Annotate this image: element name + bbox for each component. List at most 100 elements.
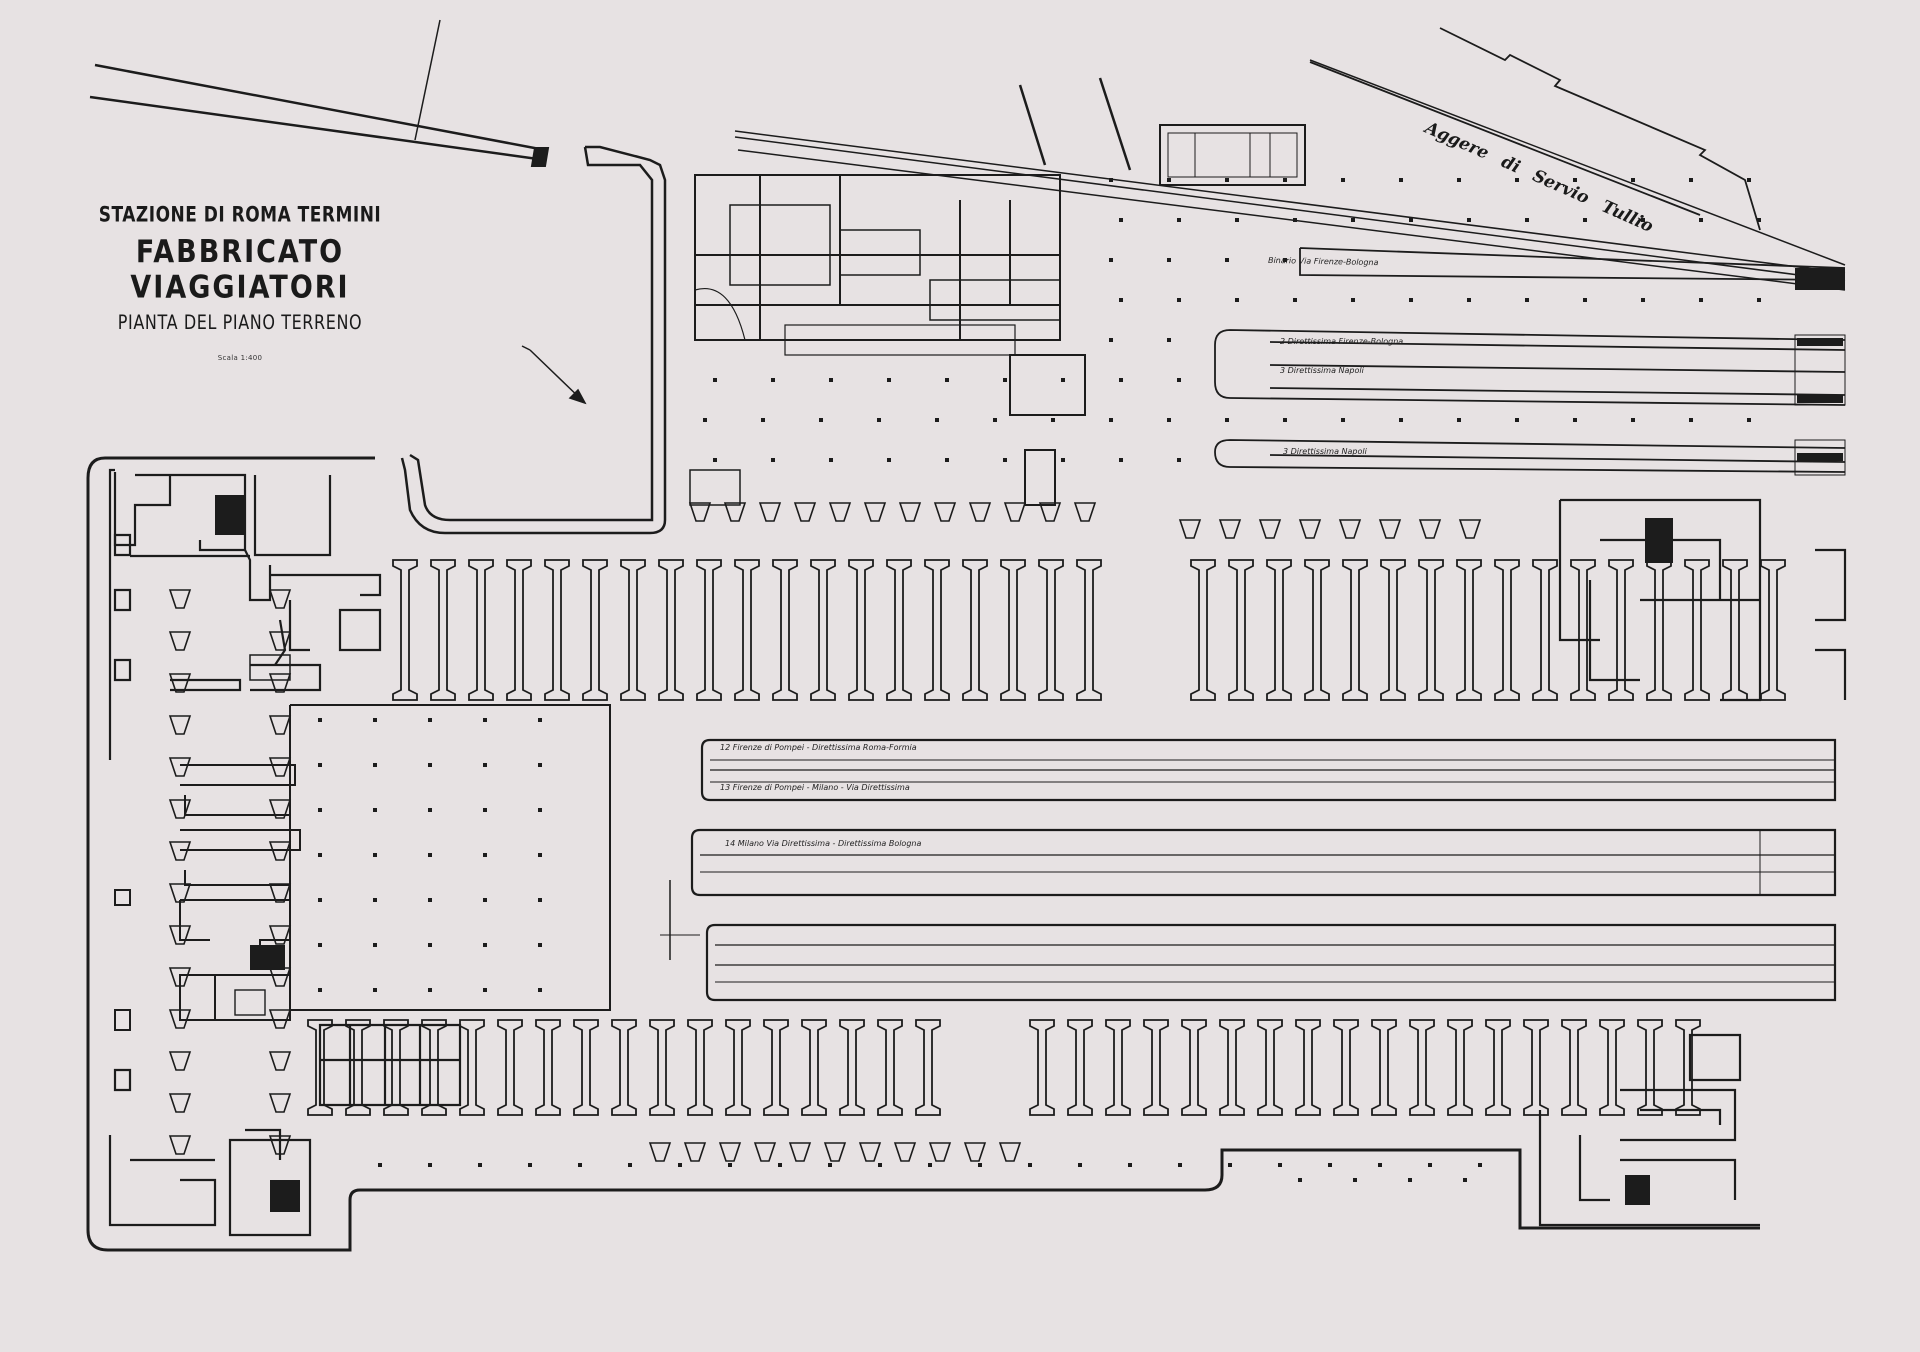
- courtyard-grid-dot: [483, 943, 487, 947]
- courtyard-grid-dot: [538, 808, 542, 812]
- northeast-platforms: [1214, 247, 1846, 476]
- portico-cap: [793, 502, 817, 522]
- courtyard-grid-dot: [538, 853, 542, 857]
- courtyard-grid-dot: [483, 808, 487, 812]
- south-row-dot: [678, 1163, 682, 1167]
- colonnade-pillar: [620, 559, 646, 701]
- colonnade-pillar: [1570, 559, 1596, 701]
- south-colonnade-pillar: [1067, 1019, 1093, 1116]
- courtyard-grid-dot: [538, 718, 542, 722]
- colonnade-pillar: [1760, 559, 1786, 701]
- scale-note: Scala 1:400: [217, 354, 263, 362]
- courtyard-grid-dot: [483, 718, 487, 722]
- yard-grid-dot: [1525, 298, 1529, 302]
- south-portico-cap: [683, 1142, 707, 1162]
- plan-title: PIANTA DEL PIANO TERRENO: [117, 311, 363, 334]
- west-wing-cap: [268, 715, 292, 735]
- north-building-block: [689, 174, 1086, 506]
- courtyard-grid-dot: [373, 763, 377, 767]
- track-label-6: 13 Firenze di Pompei - Milano - Via Dire…: [720, 783, 910, 792]
- south-colonnade-pillar: [1561, 1019, 1587, 1116]
- south-row-dot: [1078, 1163, 1082, 1167]
- yard-grid-dot: [1177, 458, 1181, 462]
- yard-grid-dot: [1293, 218, 1297, 222]
- west-wing-cap: [268, 589, 292, 609]
- portico-cap: [688, 502, 712, 522]
- yard-grid-dot: [1515, 418, 1519, 422]
- yard-grid-dot: [1467, 218, 1471, 222]
- yard-grid-dot: [1225, 418, 1229, 422]
- yard-grid-dot: [1341, 178, 1345, 182]
- yard-grid-dot: [713, 378, 717, 382]
- south-colonnade-pillar: [1637, 1019, 1663, 1116]
- south-colonnade-pillar: [1447, 1019, 1473, 1116]
- south-row-dot: [528, 1163, 532, 1167]
- south-colonnade-pillar: [383, 1019, 409, 1116]
- yard-grid-dot: [771, 378, 775, 382]
- west-wing-cap: [168, 925, 192, 945]
- portico-cap: [933, 502, 957, 522]
- track-label-2: 2 Direttissima Firenze-Bologna: [1280, 337, 1404, 346]
- yard-grid-dot: [1399, 178, 1403, 182]
- south-colonnade-pillar: [1675, 1019, 1701, 1116]
- yard-grid-dot: [1109, 258, 1113, 262]
- yard-grid-dot: [1061, 458, 1065, 462]
- yard-grid-dot: [703, 418, 707, 422]
- courtyard-grid-dot: [428, 988, 432, 992]
- south-portico-cap: [858, 1142, 882, 1162]
- west-wing-middle-rooms: [114, 764, 301, 1031]
- colonnade-pillar: [506, 559, 532, 701]
- west-wing-cap: [268, 967, 292, 987]
- south-row-dot: [728, 1163, 732, 1167]
- south-colonnade-pillar: [611, 1019, 637, 1116]
- courtyard-grid-dot: [538, 988, 542, 992]
- west-wing-cap: [268, 1135, 292, 1155]
- courtyard-grid-dot: [538, 898, 542, 902]
- west-wing-cap: [268, 673, 292, 693]
- south-colonnade-pillar: [1029, 1019, 1055, 1116]
- courtyard-grid-dot: [318, 808, 322, 812]
- yard-grid-dot: [1351, 218, 1355, 222]
- portico-cap: [863, 502, 887, 522]
- south-colonnade-pillar: [1485, 1019, 1511, 1116]
- yard-grid-dot: [1699, 218, 1703, 222]
- west-wing-cap: [168, 841, 192, 861]
- colonnade-pillar: [582, 559, 608, 701]
- portico-cap: [1038, 502, 1062, 522]
- yard-grid-dot: [1177, 378, 1181, 382]
- south-row-dot: [1228, 1163, 1232, 1167]
- yard-grid-dot: [1283, 178, 1287, 182]
- south-colonnade-pillar: [1143, 1019, 1169, 1116]
- west-wing-cap: [268, 757, 292, 777]
- station-title: STAZIONE DI ROMA TERMINI: [98, 202, 382, 228]
- yard-grid-dot: [1631, 418, 1635, 422]
- south-portico-cap: [788, 1142, 812, 1162]
- south-row-dot: [928, 1163, 932, 1167]
- yard-grid-dot: [1109, 338, 1113, 342]
- west-wing-cap: [268, 1051, 292, 1071]
- yard-grid-dot: [945, 378, 949, 382]
- portico-cap: [1218, 519, 1242, 539]
- courtyard-grid-dot: [318, 763, 322, 767]
- south-colonnade-pillar: [1219, 1019, 1245, 1116]
- colonnade-pillar: [1646, 559, 1672, 701]
- yard-grid-dot: [1583, 218, 1587, 222]
- track-label-7: 14 Milano Via Direttissima - Direttissim…: [725, 839, 922, 848]
- west-wing-north-rooms: [108, 468, 382, 760]
- colonnade-pillar: [1380, 559, 1406, 701]
- colonnade-pillar: [1608, 559, 1634, 701]
- south-colonnade-pillar: [725, 1019, 751, 1116]
- portico-cap: [1378, 519, 1402, 539]
- south-colonnade-pillar: [1599, 1019, 1625, 1116]
- south-colonnade-pillar: [877, 1019, 903, 1116]
- south-row-dot: [1428, 1163, 1432, 1167]
- colonnade-pillar: [886, 559, 912, 701]
- yard-grid-dot: [1167, 258, 1171, 262]
- colonnade-pillar: [1456, 559, 1482, 701]
- courtyard-grid-dot: [318, 988, 322, 992]
- south-colonnade-pillar: [1409, 1019, 1435, 1116]
- yard-grid-dot: [1283, 258, 1287, 262]
- track-label-3: 3 Direttissima Napoli: [1280, 366, 1364, 375]
- west-wing-cap: [168, 1135, 192, 1155]
- yard-grid-dot: [887, 458, 891, 462]
